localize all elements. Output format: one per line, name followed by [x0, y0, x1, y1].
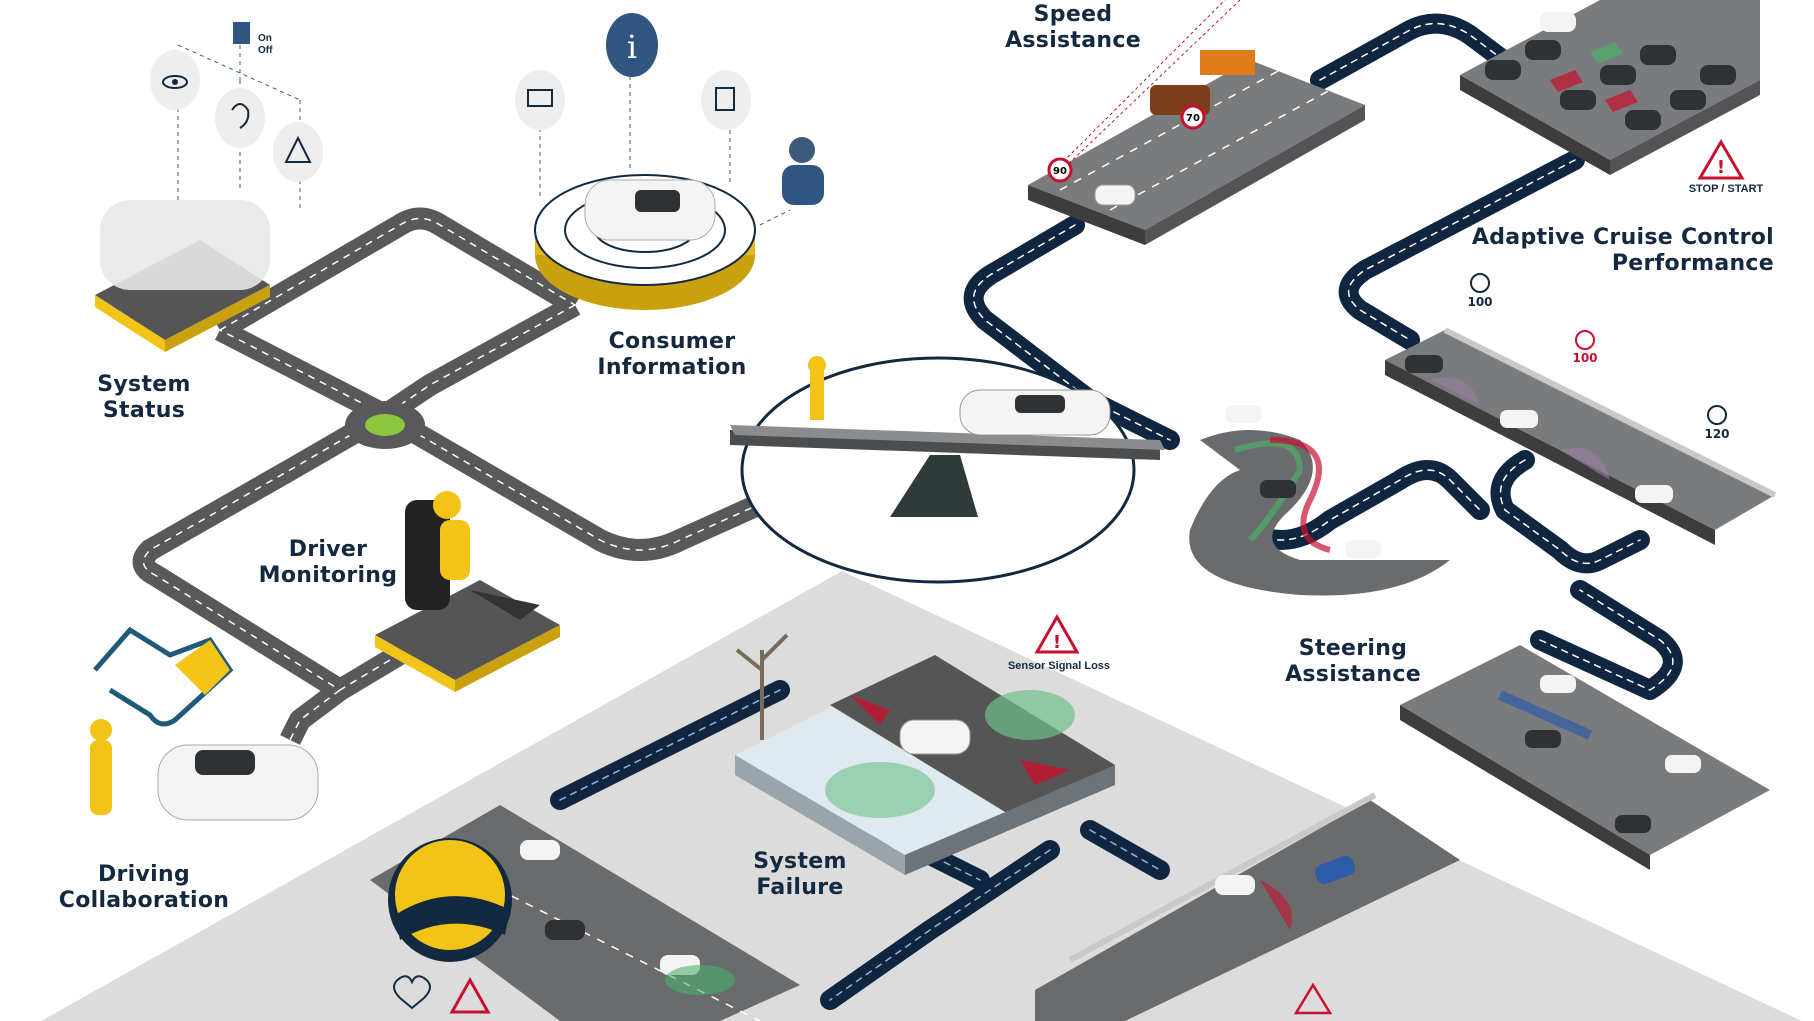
monitor-play-icon: [515, 70, 565, 130]
stop-start-warning-icon: [1697, 139, 1745, 180]
steering-assistance-curve: [1189, 405, 1450, 596]
label-stop-start: STOP / START: [1688, 183, 1764, 195]
balance-scale: [730, 356, 1165, 584]
svg-text:70: 70: [1186, 113, 1200, 124]
driver-monitoring-seat: [375, 491, 560, 692]
speed-gauge-icons: 100 100 120: [1467, 273, 1730, 441]
agent-headset-icon: [782, 137, 824, 205]
aeb-platform: [1035, 792, 1460, 1021]
svg-text:100: 100: [1572, 351, 1597, 365]
manual-book-icon: [701, 70, 751, 130]
aeb-warning-icon: [1293, 982, 1333, 1015]
svg-text:!: !: [1053, 632, 1061, 653]
drowsiness-warning-icon: [449, 976, 491, 1014]
consumer-information-turntable: i: [515, 13, 824, 310]
driving-collaboration-scene: [90, 626, 319, 821]
speed-sign-70: [1180, 104, 1206, 130]
toggle-icon: [233, 22, 250, 44]
heart-rate-icon: [393, 975, 431, 1010]
info-icon: i: [606, 13, 658, 77]
speed-sign-90: [1047, 157, 1073, 183]
system-failure-platform: !: [735, 613, 1115, 875]
ear-icon: [215, 88, 265, 148]
lane-support-platform: [1400, 645, 1770, 870]
warning-icon: [273, 122, 323, 182]
adaptive-cruise-platform: 100 100 120: [1385, 273, 1777, 545]
speed-sign-90-text: 90: [1053, 166, 1067, 177]
handshake-icon: [93, 626, 234, 727]
sensor-warning-icon: [1034, 613, 1080, 654]
svg-text:i: i: [627, 28, 637, 66]
speed-assistance-platform: 90 70: [1028, 0, 1365, 245]
svg-text:100: 100: [1467, 295, 1492, 309]
grey-road-network: [132, 207, 785, 745]
stop-start-platform: !: [1460, 0, 1760, 180]
system-status-cockpit: [95, 22, 323, 352]
svg-text:120: 120: [1704, 427, 1729, 441]
eye-icon: [150, 50, 200, 110]
label-sensor-signal-loss: Sensor Signal Loss: [1007, 660, 1111, 672]
driver-engagement-platform: [370, 805, 800, 1021]
svg-text:!: !: [1717, 157, 1725, 178]
